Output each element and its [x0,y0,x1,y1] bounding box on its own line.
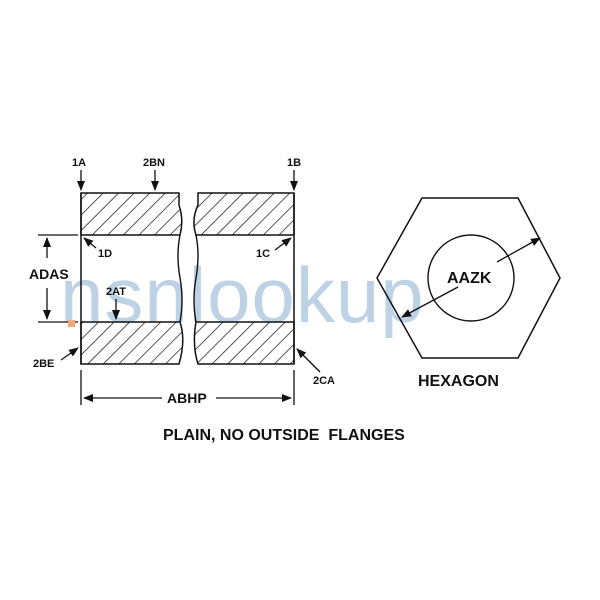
label-1a: 1A [72,157,86,169]
end-view-hexagon: AAZK HEXAGON [376,197,561,390]
label-1b: 1B [287,157,301,169]
label-abhp: ABHP [167,390,207,406]
callouts: 1A 2BN 1B 1D 1C ADAS 2AT 2BE 2CA A [29,157,335,406]
label-aazk: AAZK [447,270,492,287]
drawing-title: PLAIN, NO OUTSIDE FLANGES [163,427,405,444]
side-view-left-section [80,192,184,365]
label-1c: 1C [256,248,270,260]
label-adas: ADAS [29,266,69,282]
label-2be: 2BE [33,358,54,370]
label-2bn: 2BN [143,157,165,169]
side-view-right-section [193,192,295,365]
hexagon-caption: HEXAGON [418,373,499,390]
label-2at: 2AT [106,286,126,298]
label-1d: 1D [98,248,112,260]
accent-mark [68,320,75,327]
label-2ca: 2CA [313,375,335,387]
